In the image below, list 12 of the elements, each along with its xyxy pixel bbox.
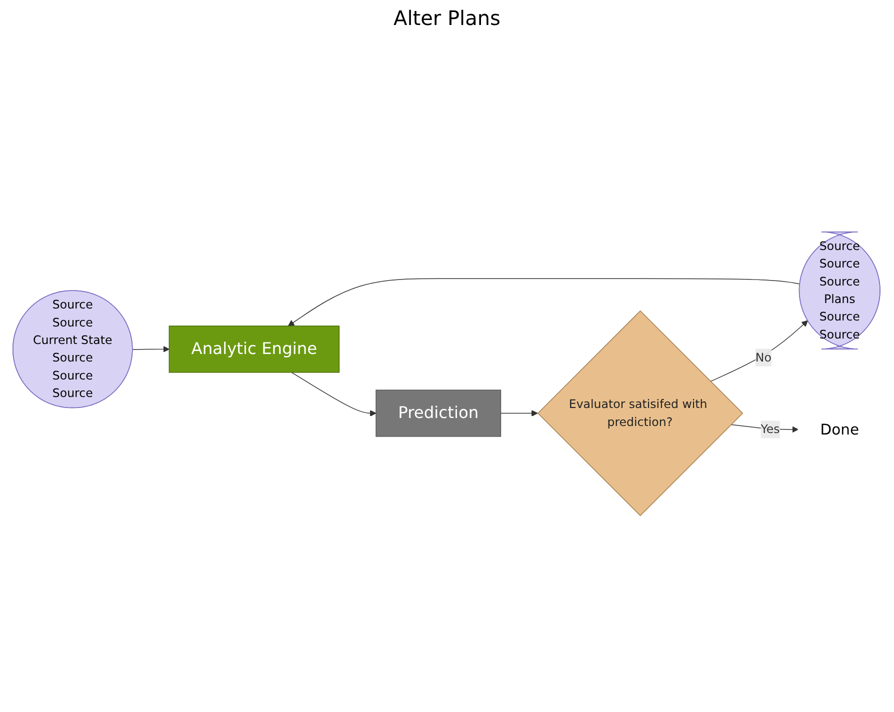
edge-label: No bbox=[755, 350, 772, 364]
arrow bbox=[288, 278, 800, 327]
node-text: Done bbox=[820, 420, 860, 439]
arrow bbox=[291, 372, 376, 417]
edge-label: Yes bbox=[760, 422, 780, 436]
arrow bbox=[500, 410, 538, 417]
note-text: Alter Plans bbox=[394, 6, 500, 30]
node-box: Prediction bbox=[376, 390, 502, 438]
arrow bbox=[710, 320, 808, 382]
node-diamond: Evaluator satisifed with prediction? bbox=[537, 310, 744, 516]
arrow bbox=[132, 346, 170, 353]
node-box: Analytic Engine bbox=[168, 326, 340, 373]
